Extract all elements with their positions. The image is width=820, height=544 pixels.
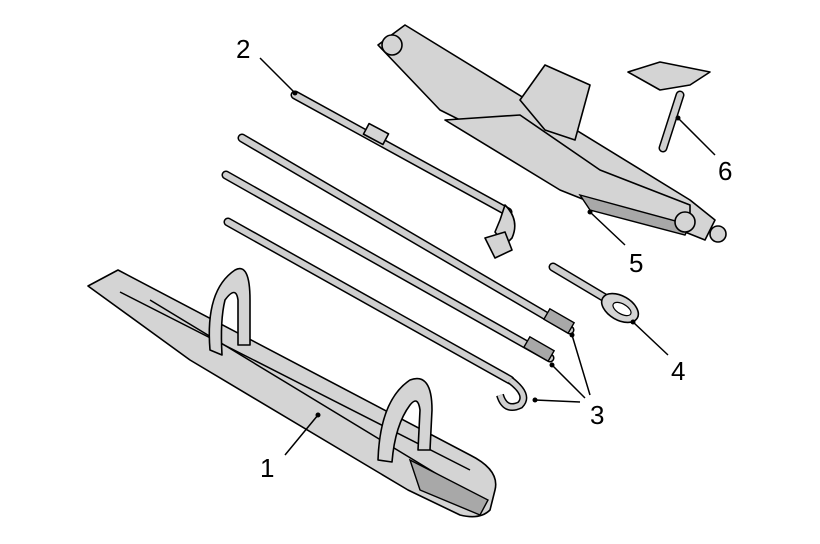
callout-2: 2 [236,34,250,64]
towing-eye [548,262,640,324]
callout-4: 4 [671,356,685,386]
callout-5: 5 [629,248,643,278]
callout-6: 6 [718,156,732,186]
wheel-wrench [290,90,516,259]
jack-handle [627,61,711,153]
callout-1: 1 [260,453,274,483]
car-jack [377,24,727,243]
callout-3: 3 [590,400,604,430]
leader-lines [259,57,716,456]
extension-rods [221,133,576,411]
tool-bag [87,267,497,518]
